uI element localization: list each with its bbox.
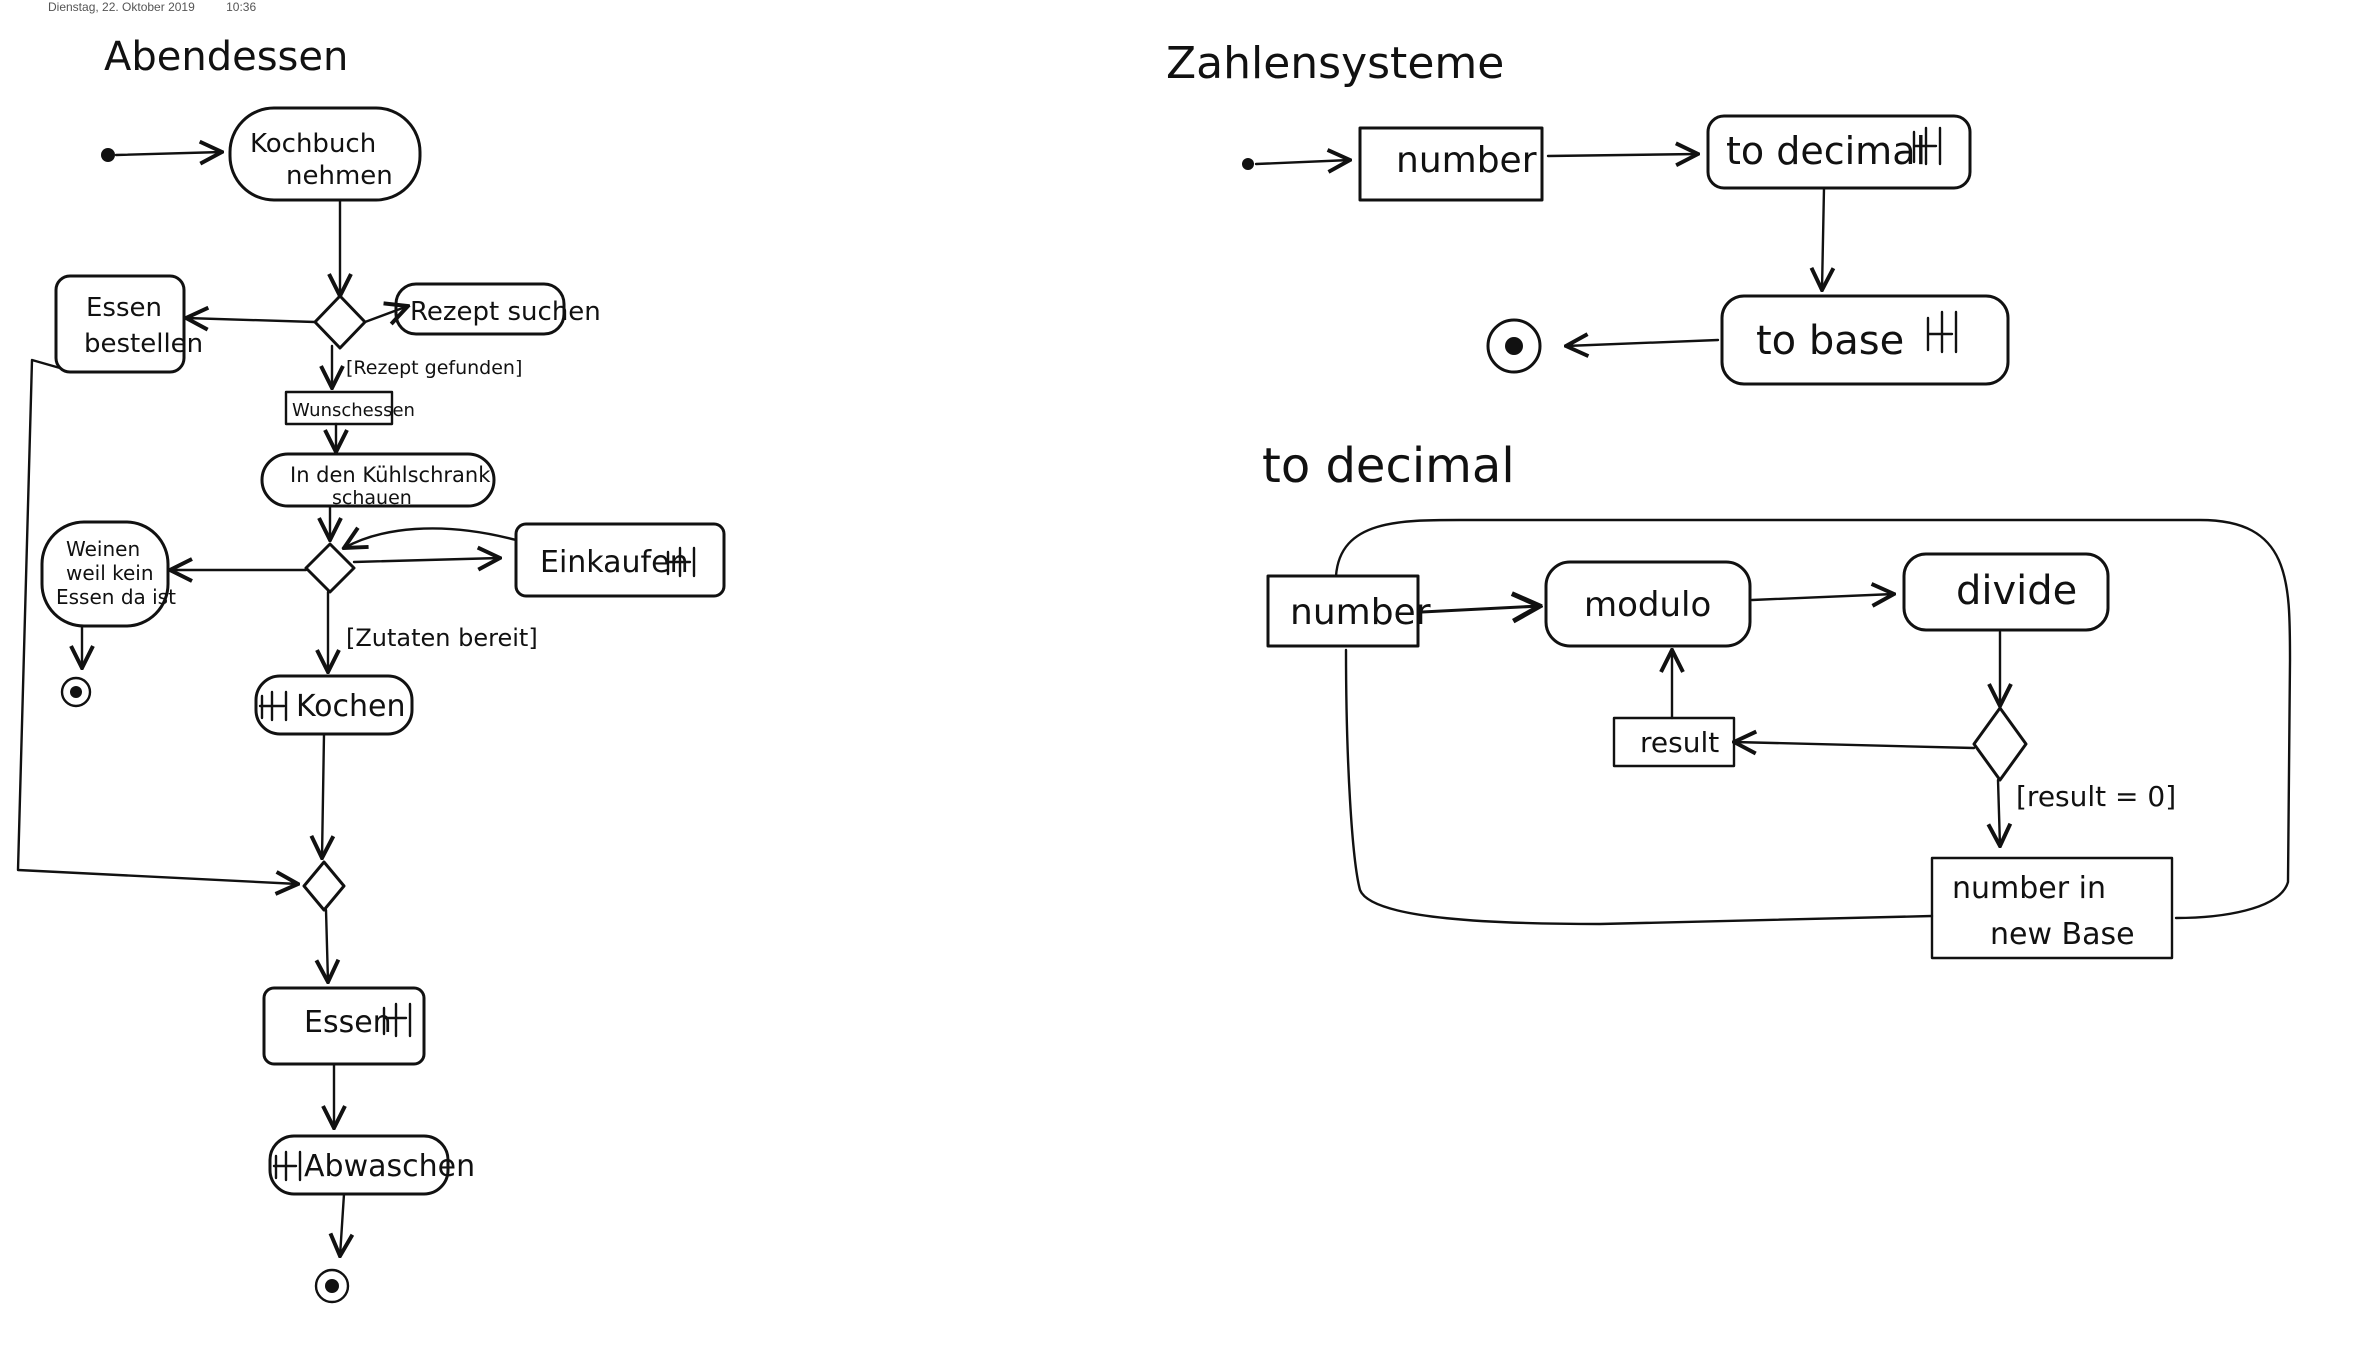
node-weinen: [40, 520, 170, 628]
end-node-final: [314, 1268, 350, 1304]
label-kuehlschrank-1: In den Kühlschrank: [290, 463, 491, 487]
edge-decision-newbase: [1998, 778, 2000, 846]
label-to-base: to base: [1756, 318, 1904, 364]
label-essen-bestellen-2: bestellen: [84, 329, 203, 359]
subactivity-icon-essen: [382, 1002, 412, 1038]
node-einkaufen: [514, 522, 726, 598]
label-essen: Essen: [304, 1005, 392, 1040]
end-node-zahlen: [1486, 318, 1542, 374]
edge-decision-rezept-suchen: [363, 306, 408, 322]
label-to-decimal: to decimal: [1726, 129, 1926, 173]
edge-einkaufen-return: [344, 528, 518, 548]
loop-outline: [1334, 518, 2292, 920]
edge-decision-einkaufen: [352, 558, 500, 562]
page-header: Dienstag, 22. Oktober 2019 10:36: [48, 0, 284, 14]
node-divide: [1902, 552, 2110, 632]
node-number-top: [1358, 126, 1544, 202]
edge-decision-bestellen: [186, 318, 317, 322]
label-abwaschen: Abwaschen: [304, 1149, 475, 1184]
edge-start-number: [1254, 160, 1350, 164]
node-result: [1612, 716, 1736, 768]
subactivity-icon-to-decimal: [1912, 126, 1942, 166]
edge-tobase-end: [1566, 340, 1720, 346]
label-kochbuch-1: Kochbuch: [250, 129, 376, 159]
label-weinen-2: weil kein: [66, 561, 154, 585]
node-new-base: [1930, 856, 2174, 960]
node-wunschessen: [284, 390, 394, 426]
node-kuehlschrank: [260, 452, 496, 508]
node-essen: [262, 986, 426, 1066]
node-kochbuch-nehmen: [228, 106, 422, 202]
end-node-weinen: [60, 676, 92, 708]
edge-merge-essen: [326, 908, 328, 982]
label-einkaufen: Einkaufen: [540, 545, 689, 580]
decision-rezept: [313, 294, 367, 350]
label-new-base-1: number in: [1952, 871, 2106, 906]
subactivity-icon-abwaschen: [272, 1150, 302, 1182]
guard-zutaten-bereit: [Zutaten bereit]: [346, 624, 538, 652]
subactivity-icon-einkaufen: [666, 546, 696, 578]
node-to-decimal: [1706, 114, 1972, 190]
guard-result-zero: [result = 0]: [2016, 780, 2176, 813]
edge-number-modulo: [1420, 606, 1540, 612]
edge-abwaschen-end: [340, 1192, 344, 1256]
decision-zutaten: [304, 542, 356, 594]
label-weinen-1: Weinen: [66, 537, 140, 561]
label-number-box: number: [1290, 592, 1431, 633]
node-essen-bestellen: [54, 274, 186, 374]
decision-result: [1972, 706, 2028, 782]
subactivity-icon-to-base: [1926, 310, 1958, 354]
edge-start-kochbuch: [114, 152, 222, 155]
node-abwaschen: [268, 1134, 450, 1196]
start-node-zahlen: [1242, 158, 1254, 170]
edge-bestellen-merge: [16, 358, 298, 884]
end-node-weinen-dot: [70, 686, 82, 698]
node-modulo: [1544, 560, 1752, 648]
subactivity-icon-kochen: [258, 690, 288, 722]
node-rezept-suchen: [394, 282, 566, 336]
title-abendessen: Abendessen: [104, 34, 348, 80]
label-divide: divide: [1956, 568, 2077, 614]
label-wunschessen: Wunschessen: [292, 400, 415, 421]
label-modulo: modulo: [1584, 585, 1711, 625]
label-result: result: [1640, 726, 1719, 759]
label-kuehlschrank-2: schauen: [332, 487, 412, 509]
start-node: [101, 148, 115, 162]
label-kochbuch-2: nehmen: [286, 161, 393, 191]
node-to-base: [1720, 294, 2010, 386]
label-rezept-suchen: Rezept suchen: [410, 297, 601, 327]
edge-modulo-divide: [1750, 594, 1894, 600]
label-weinen-3: Essen da ist: [56, 585, 176, 609]
label-number-top: number: [1396, 140, 1537, 181]
end-node-zahlen-dot: [1505, 337, 1523, 355]
edge-kochen-merge: [322, 732, 324, 858]
label-new-base-2: new Base: [1990, 917, 2135, 952]
edge-number-todecimal: [1546, 154, 1698, 156]
page-time: 10:36: [226, 0, 257, 14]
edge-todecimal-tobase: [1822, 186, 1824, 290]
merge-node: [302, 860, 346, 912]
title-zahlensysteme: Zahlensysteme: [1166, 38, 1504, 89]
label-kochen: Kochen: [296, 689, 406, 724]
guard-rezept-gefunden: [Rezept gefunden]: [346, 357, 522, 379]
page-date: Dienstag, 22. Oktober 2019: [48, 0, 195, 14]
label-essen-bestellen-1: Essen: [86, 293, 162, 323]
title-to-decimal-sub: to decimal: [1262, 438, 1515, 494]
end-node-final-dot: [325, 1279, 339, 1293]
loop-outline-bottom: [1344, 648, 1934, 926]
node-number-box: [1266, 574, 1420, 648]
node-kochen: [254, 674, 414, 736]
edge-decision-result: [1734, 742, 1976, 748]
